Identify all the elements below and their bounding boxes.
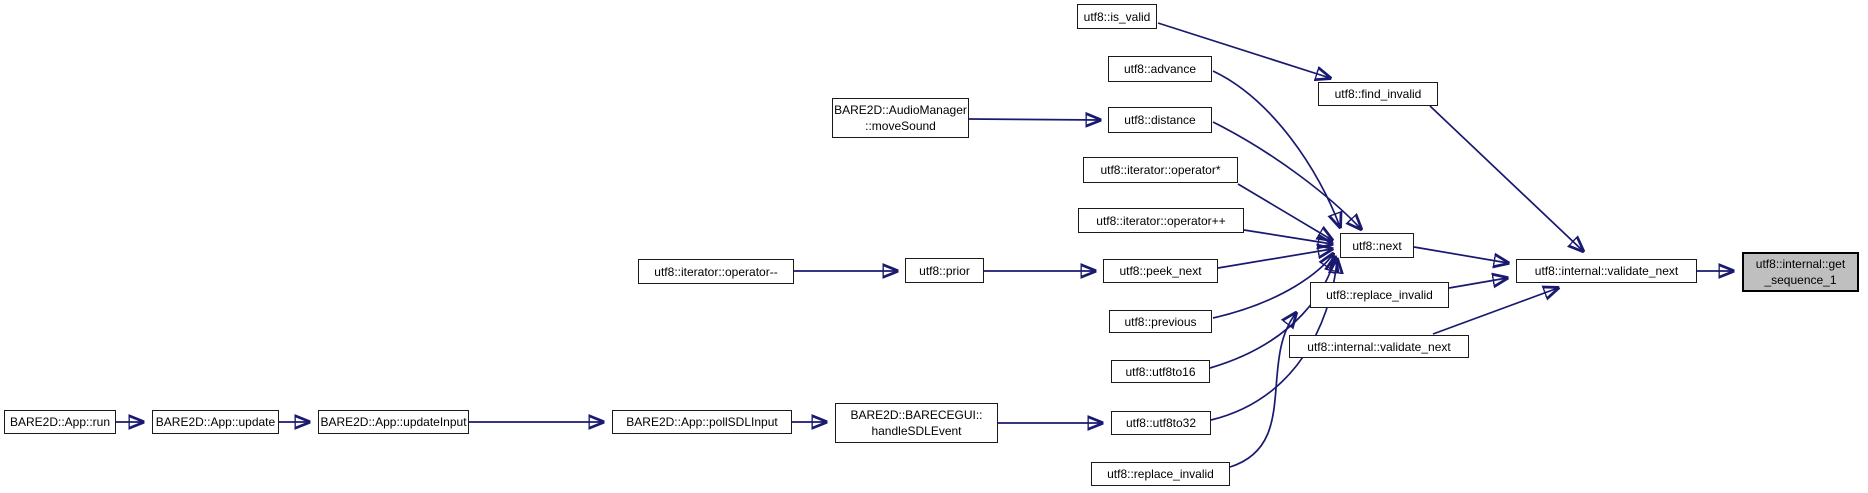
node-utf8-prior[interactable]: utf8::prior bbox=[905, 258, 984, 283]
node-label: utf8::advance bbox=[1123, 62, 1197, 76]
edge-peek-next-to-next bbox=[1217, 249, 1332, 269]
node-utf8-peek-next[interactable]: utf8::peek_next bbox=[1103, 259, 1218, 283]
node-iterator-operator-star[interactable]: utf8::iterator::operator* bbox=[1083, 157, 1238, 183]
node-label-line1: utf8::internal::get bbox=[1755, 257, 1846, 271]
node-label: BARE2D::App::updateInput bbox=[320, 415, 467, 429]
node-label: utf8::is_valid bbox=[1083, 9, 1151, 24]
node-label: utf8::internal::validate_next bbox=[1307, 339, 1451, 354]
node-label: utf8::next bbox=[1352, 238, 1402, 253]
node-utf8-previous[interactable]: utf8::previous bbox=[1109, 310, 1212, 333]
node-label: utf8::iterator::operator* bbox=[1100, 163, 1221, 177]
node-app-updateinput[interactable]: BARE2D::App::updateInput bbox=[318, 410, 469, 434]
node-label: utf8::utf8to16 bbox=[1125, 364, 1196, 379]
node-label-line2: ::moveSound bbox=[865, 119, 936, 133]
edge-advance-to-next bbox=[1212, 70, 1340, 227]
node-label: utf8::find_invalid bbox=[1334, 87, 1422, 101]
edge-find-invalid-to-validate-next bbox=[1429, 105, 1583, 251]
node-label: BARE2D::App::update bbox=[155, 415, 276, 429]
node-label: utf8::previous bbox=[1124, 314, 1197, 329]
node-utf8-find-invalid[interactable]: utf8::find_invalid bbox=[1318, 82, 1438, 106]
node-label-line1: BARE2D::AudioManager bbox=[834, 103, 967, 117]
edge-replace-invalid-bottom-to-top bbox=[1229, 313, 1296, 468]
node-label: utf8::replace_invalid bbox=[1326, 288, 1433, 302]
node-label: BARE2D::App::run bbox=[9, 415, 111, 429]
node-label: utf8::peek_next bbox=[1119, 264, 1202, 278]
node-label: utf8::iterator::operator-- bbox=[654, 264, 778, 279]
edge-operator-plusplus-to-next bbox=[1243, 229, 1332, 244]
node-label: utf8::iterator::operator++ bbox=[1096, 213, 1226, 228]
edge-is-valid-to-find-invalid bbox=[1157, 22, 1330, 78]
node-utf8-utf8to32[interactable]: utf8::utf8to32 bbox=[1111, 411, 1211, 435]
node-audiomanager-movesound[interactable]: BARE2D::AudioManager::moveSound bbox=[832, 98, 969, 138]
node-label-line2: handleSDLEvent bbox=[871, 424, 962, 438]
node-barecegui-handlesdlevent[interactable]: BARE2D::BARECEGUI::handleSDLEvent bbox=[835, 403, 998, 443]
node-iterator-operator-minusminus[interactable]: utf8::iterator::operator-- bbox=[638, 259, 794, 284]
edge-next-to-validate-next bbox=[1413, 246, 1508, 263]
node-utf8-next[interactable]: utf8::next bbox=[1340, 233, 1414, 258]
node-label: utf8::replace_invalid bbox=[1107, 467, 1214, 481]
node-utf8-replace-invalid-overload[interactable]: utf8::replace_invalid bbox=[1091, 462, 1230, 486]
node-label: utf8::distance bbox=[1124, 113, 1196, 127]
node-internal-validate-next[interactable]: utf8::internal::validate_next bbox=[1516, 259, 1697, 283]
edge-operator-star-to-next bbox=[1237, 183, 1332, 240]
edge-distance-to-next bbox=[1212, 121, 1361, 229]
node-label-line2: _sequence_1 bbox=[1764, 273, 1837, 287]
node-utf8-utf8to16[interactable]: utf8::utf8to16 bbox=[1111, 360, 1210, 383]
node-internal-validate-next-overload[interactable]: utf8::internal::validate_next bbox=[1289, 335, 1469, 358]
node-label: BARE2D::App::pollSDLInput bbox=[626, 415, 778, 429]
edge-movesound-to-distance bbox=[968, 119, 1100, 120]
node-app-run[interactable]: BARE2D::App::run bbox=[4, 410, 116, 434]
node-app-update[interactable]: BARE2D::App::update bbox=[152, 410, 279, 434]
node-label: utf8::internal::validate_next bbox=[1534, 264, 1679, 278]
node-internal-get-sequence-1[interactable]: utf8::internal::get_sequence_1 bbox=[1742, 252, 1859, 292]
edge-validate-next-lower-to-main bbox=[1432, 288, 1558, 335]
node-utf8-replace-invalid[interactable]: utf8::replace_invalid bbox=[1310, 282, 1449, 308]
node-utf8-distance[interactable]: utf8::distance bbox=[1108, 107, 1212, 133]
node-iterator-operator-plusplus[interactable]: utf8::iterator::operator++ bbox=[1078, 208, 1244, 233]
node-utf8-advance[interactable]: utf8::advance bbox=[1108, 56, 1212, 82]
node-utf8-is-valid[interactable]: utf8::is_valid bbox=[1077, 4, 1157, 29]
node-label: utf8::utf8to32 bbox=[1125, 416, 1197, 430]
node-label-line1: BARE2D::BARECEGUI:: bbox=[850, 408, 983, 422]
edge-replace-invalid-to-validate-next bbox=[1448, 278, 1507, 289]
node-label: utf8::prior bbox=[919, 263, 970, 278]
node-app-pollsdlinput[interactable]: BARE2D::App::pollSDLInput bbox=[612, 410, 792, 434]
